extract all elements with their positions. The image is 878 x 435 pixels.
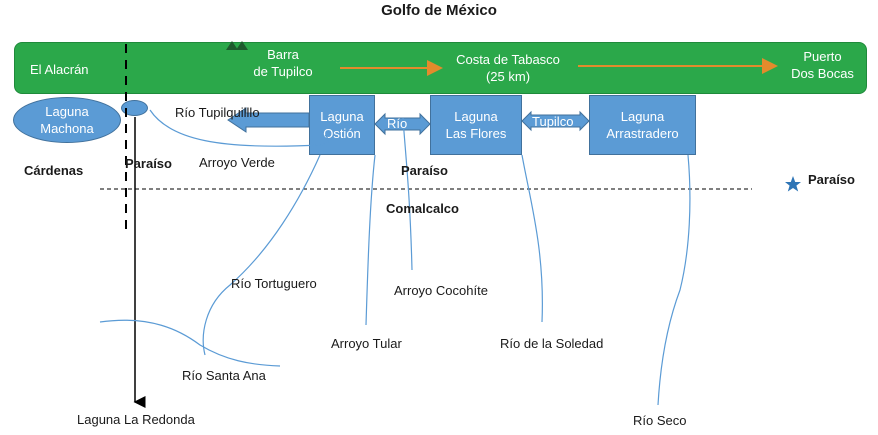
puerto-dos-bocas-label: Puerto Dos Bocas: [785, 48, 860, 82]
comalcalco-label: Comalcalco: [386, 201, 459, 216]
ostion-line-1: Laguna: [320, 109, 364, 124]
rio-arrow-label: Río: [387, 116, 408, 131]
star-icon: [785, 176, 801, 192]
cardenas-label: Cárdenas: [24, 163, 84, 178]
barra-line-1: Barra: [267, 47, 299, 62]
rio-tortuguero-river: [202, 154, 321, 356]
laguna-redonda-label: Laguna La Redonda: [77, 412, 195, 427]
paraiso-right-label: Paraíso: [808, 172, 855, 187]
laguna-las-flores: Laguna Las Flores: [430, 95, 522, 155]
machona-line-1: Laguna: [45, 104, 89, 119]
rio-soledad-label: Río de la Soledad: [500, 336, 604, 351]
tupilquillo-arrow: [227, 107, 310, 133]
tupilco-arrow-label: Tupilco: [532, 114, 574, 129]
coast-left-label: El Alacrán: [30, 62, 89, 77]
flores-line-1: Laguna: [454, 109, 498, 124]
costa-tabasco-label: Costa de Tabasco (25 km): [448, 51, 568, 85]
ostion-line-2: Ostión: [323, 126, 361, 141]
barra-tupilco-label: Barra de Tupilco: [248, 46, 318, 80]
diagram-title: Golfo de México: [381, 2, 497, 19]
barra-line-2: de Tupilco: [253, 64, 313, 79]
costa-line-1: Costa de Tabasco: [456, 52, 560, 67]
tupilco-double-arrow: [521, 110, 590, 132]
rio-tupilquillo-label: Río Tupilquilllo: [175, 105, 260, 120]
paraiso-center-label: Paraíso: [401, 163, 448, 178]
rio-double-arrow: [374, 112, 431, 136]
arroyo-verde-label: Arroyo Verde: [199, 155, 275, 170]
laguna-machona: Laguna Machona: [13, 97, 121, 143]
small-lagoon: [121, 100, 148, 116]
flores-line-2: Las Flores: [445, 126, 507, 141]
laguna-arrastradero: Laguna Arrastradero: [589, 95, 696, 155]
rio-santa-ana-river: [99, 319, 281, 367]
arroyo-cocohite-river: [402, 117, 413, 271]
arroyo-tular-label: Arroyo Tular: [331, 336, 402, 351]
rio-tortuguero-label: Río Tortuguero: [231, 276, 317, 291]
rio-santa-ana-label: Río Santa Ana: [182, 368, 266, 383]
arroyo-verde-river: [149, 109, 329, 147]
arrastradero-line-1: Laguna: [620, 109, 665, 124]
tree-icon: [226, 41, 248, 50]
puerto-line-2: Dos Bocas: [791, 66, 854, 81]
puerto-line-1: Puerto: [803, 49, 842, 64]
costa-line-2: (25 km): [485, 69, 531, 84]
rio-seco-label: Río Seco: [633, 413, 687, 428]
paraiso-left-label: Paraíso: [125, 156, 172, 171]
arroyo-tular-river: [365, 154, 376, 326]
rio-seco-river: [657, 154, 691, 406]
machona-line-2: Machona: [40, 121, 94, 136]
arrastradero-line-2: Arrastradero: [606, 126, 679, 141]
rio-soledad-river: [521, 154, 543, 323]
arroyo-cocohite-label: Arroyo Cocohíte: [394, 283, 488, 298]
